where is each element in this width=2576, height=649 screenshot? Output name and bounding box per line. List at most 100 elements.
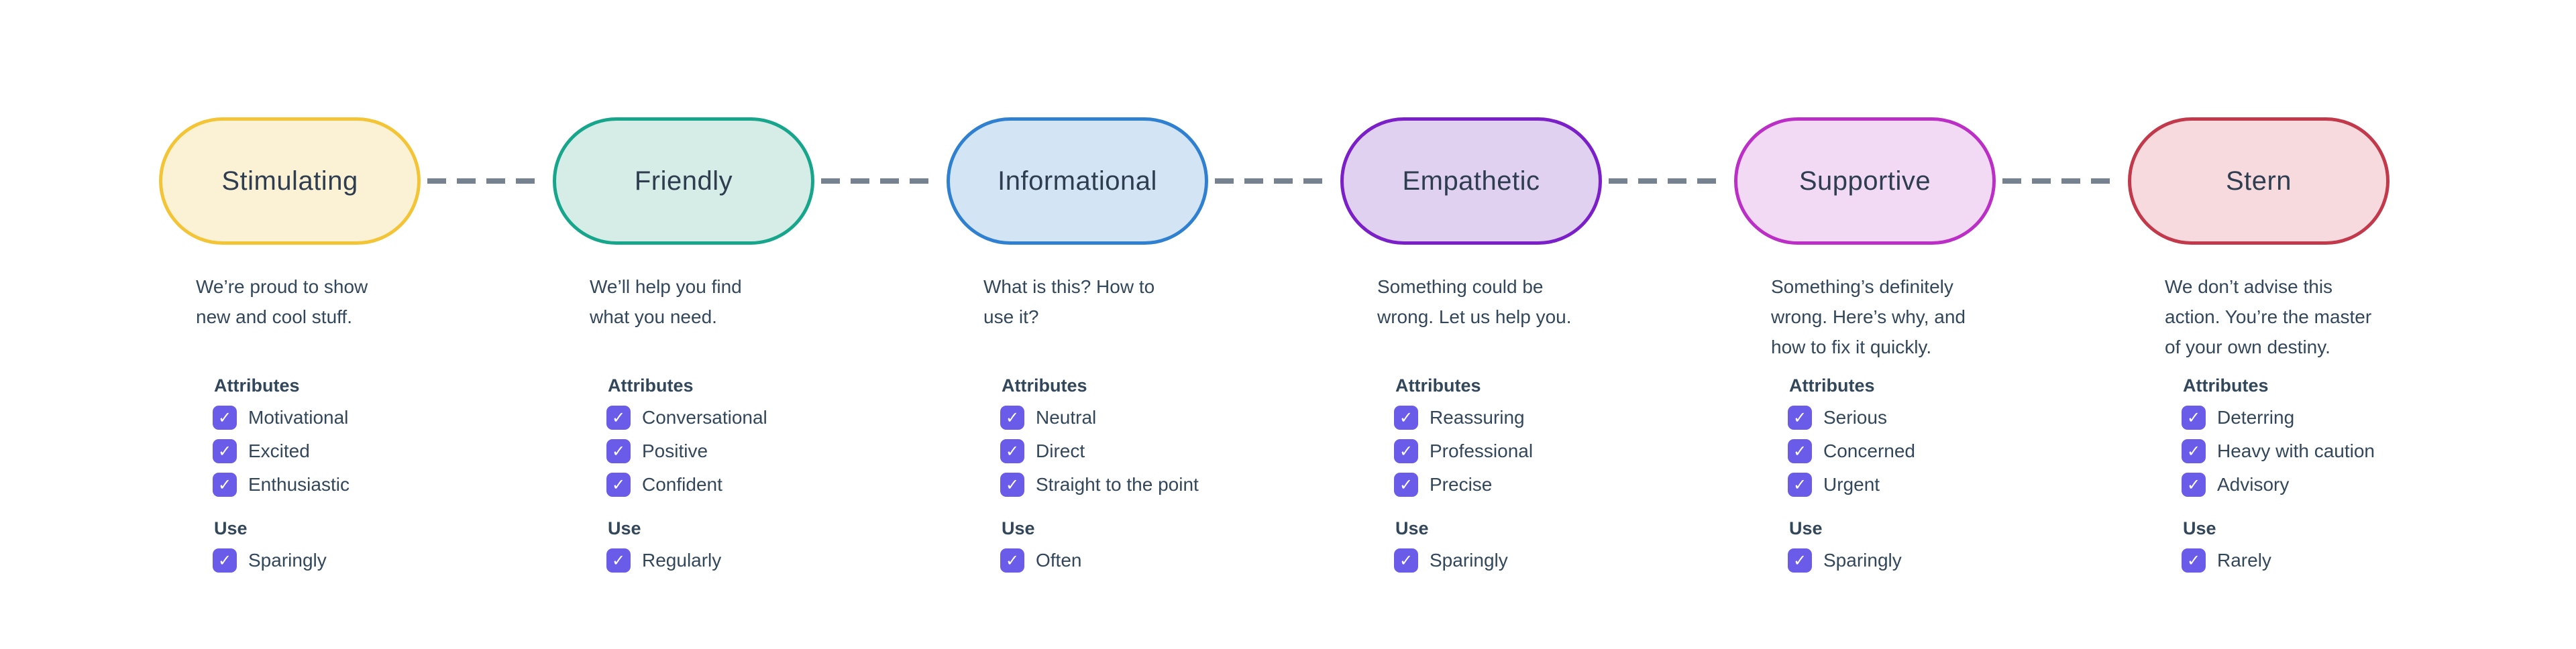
attribute-checkbox-row: ✓ Enthusiastic	[213, 473, 421, 497]
connector-dashed-line	[427, 178, 535, 184]
attribute-label: Serious	[1823, 407, 1887, 428]
checkmark-icon: ✓	[217, 551, 232, 570]
use-label: Often	[1036, 550, 1082, 571]
checkbox-checked-icon[interactable]: ✓	[1000, 548, 1024, 573]
tone-pill-informational: Informational	[947, 117, 1208, 245]
attribute-checkbox-row: ✓ Direct	[1000, 439, 1208, 463]
tone-column-supportive: Supportive Something’s definitely wrong.…	[1734, 117, 1996, 573]
checkmark-icon: ✓	[611, 551, 626, 570]
attributes-heading: Attributes	[1395, 375, 1481, 396]
checkmark-icon: ✓	[2186, 475, 2201, 494]
tone-pill-label: Stimulating	[221, 166, 358, 196]
checkmark-icon: ✓	[2186, 551, 2201, 570]
checkbox-checked-icon[interactable]: ✓	[606, 406, 631, 430]
checkbox-checked-icon[interactable]: ✓	[213, 473, 237, 497]
checkbox-checked-icon[interactable]: ✓	[1788, 473, 1812, 497]
checkbox-checked-icon[interactable]: ✓	[213, 406, 237, 430]
checkbox-checked-icon[interactable]: ✓	[2182, 439, 2206, 463]
attributes-heading: Attributes	[1789, 375, 1875, 396]
connector-dashed-line	[2002, 178, 2110, 184]
tone-description: We’ll help you find what you need.	[590, 276, 742, 327]
use-checkbox-row: ✓ Sparingly	[1788, 548, 1996, 573]
use-checkbox-row: ✓ Regularly	[606, 548, 814, 573]
checkbox-checked-icon[interactable]: ✓	[2182, 473, 2206, 497]
checkmark-icon: ✓	[2186, 442, 2201, 461]
checkbox-checked-icon[interactable]: ✓	[1000, 439, 1024, 463]
tone-pill-empathetic: Empathetic	[1340, 117, 1602, 245]
checkbox-checked-icon[interactable]: ✓	[1394, 406, 1418, 430]
checkbox-checked-icon[interactable]: ✓	[1394, 548, 1418, 573]
use-section: Use ✓ Sparingly	[1340, 518, 1602, 573]
attributes-section: Attributes ✓ Serious ✓ Concerned ✓ Urgen…	[1734, 375, 1996, 497]
checkbox-checked-icon[interactable]: ✓	[2182, 548, 2206, 573]
tone-pill-label: Friendly	[634, 166, 733, 196]
tone-description: We don’t advise this action. You’re the …	[2165, 276, 2372, 357]
attribute-checkbox-row: ✓ Urgent	[1788, 473, 1996, 497]
tone-column-empathetic: Empathetic Something could be wrong. Let…	[1340, 117, 1602, 573]
checkmark-icon: ✓	[611, 475, 626, 494]
checkmark-icon: ✓	[1792, 475, 1807, 494]
checkbox-checked-icon[interactable]: ✓	[1000, 473, 1024, 497]
attribute-checkbox-row: ✓ Excited	[213, 439, 421, 463]
attribute-label: Advisory	[2217, 474, 2290, 495]
attribute-checkbox-row: ✓ Concerned	[1788, 439, 1996, 463]
checkmark-icon: ✓	[611, 442, 626, 461]
use-heading: Use	[1395, 518, 1429, 538]
use-heading: Use	[2183, 518, 2216, 538]
attribute-label: Urgent	[1823, 474, 1880, 495]
attribute-checkbox-row: ✓ Motivational	[213, 406, 421, 430]
attribute-checkbox-row: ✓ Advisory	[2182, 473, 2390, 497]
attributes-section: Attributes ✓ Motivational ✓ Excited ✓ En…	[159, 375, 421, 497]
attribute-checkbox-row: ✓ Conversational	[606, 406, 814, 430]
tone-description: We’re proud to show new and cool stuff.	[196, 276, 368, 327]
attribute-label: Motivational	[248, 407, 349, 428]
use-checkbox-row: ✓ Sparingly	[1394, 548, 1602, 573]
attribute-checkbox-row: ✓ Confident	[606, 473, 814, 497]
attribute-label: Professional	[1430, 440, 1534, 461]
use-label: Sparingly	[248, 550, 327, 571]
attributes-section: Attributes ✓ Reassuring ✓ Professional ✓…	[1340, 375, 1602, 497]
checkmark-icon: ✓	[1005, 408, 1020, 427]
attribute-label: Enthusiastic	[248, 474, 350, 495]
checkmark-icon: ✓	[217, 442, 232, 461]
attribute-label: Heavy with caution	[2217, 440, 2375, 461]
checkbox-checked-icon[interactable]: ✓	[1788, 406, 1812, 430]
tone-pill-label: Stern	[2225, 166, 2292, 196]
checkbox-checked-icon[interactable]: ✓	[213, 548, 237, 573]
use-section: Use ✓ Sparingly	[159, 518, 421, 573]
attribute-label: Positive	[642, 440, 708, 461]
checkmark-icon: ✓	[611, 408, 626, 427]
checkmark-icon: ✓	[1399, 551, 1413, 570]
use-checkbox-row: ✓ Often	[1000, 548, 1208, 573]
tone-column-friendly: Friendly We’ll help you find what you ne…	[553, 117, 814, 573]
connector-dashed-line	[821, 178, 928, 184]
connector-dashed-line	[1215, 178, 1322, 184]
checkmark-icon: ✓	[1399, 442, 1413, 461]
checkbox-checked-icon[interactable]: ✓	[606, 439, 631, 463]
checkbox-checked-icon[interactable]: ✓	[213, 439, 237, 463]
checkmark-icon: ✓	[1005, 475, 1020, 494]
checkbox-checked-icon[interactable]: ✓	[606, 548, 631, 573]
checkbox-checked-icon[interactable]: ✓	[1394, 473, 1418, 497]
tone-columns: Stimulating We’re proud to show new and …	[159, 117, 2390, 573]
tone-column-stern: Stern We don’t advise this action. You’r…	[2128, 117, 2390, 573]
attribute-label: Neutral	[1036, 407, 1097, 428]
checkbox-checked-icon[interactable]: ✓	[606, 473, 631, 497]
attribute-label: Precise	[1430, 474, 1493, 495]
checkbox-checked-icon[interactable]: ✓	[2182, 406, 2206, 430]
use-label: Sparingly	[1430, 550, 1508, 571]
checkbox-checked-icon[interactable]: ✓	[1788, 548, 1812, 573]
attribute-checkbox-row: ✓ Professional	[1394, 439, 1602, 463]
checkbox-checked-icon[interactable]: ✓	[1788, 439, 1812, 463]
checkbox-checked-icon[interactable]: ✓	[1394, 439, 1418, 463]
checkmark-icon: ✓	[1399, 475, 1413, 494]
connector-dashed-line	[1609, 178, 1716, 184]
tone-column-informational: Informational What is this? How to use i…	[947, 117, 1208, 573]
attribute-checkbox-row: ✓ Precise	[1394, 473, 1602, 497]
use-heading: Use	[608, 518, 641, 538]
attribute-label: Direct	[1036, 440, 1085, 461]
attributes-heading: Attributes	[608, 375, 694, 396]
attribute-checkbox-row: ✓ Neutral	[1000, 406, 1208, 430]
checkbox-checked-icon[interactable]: ✓	[1000, 406, 1024, 430]
use-checkbox-row: ✓ Rarely	[2182, 548, 2390, 573]
